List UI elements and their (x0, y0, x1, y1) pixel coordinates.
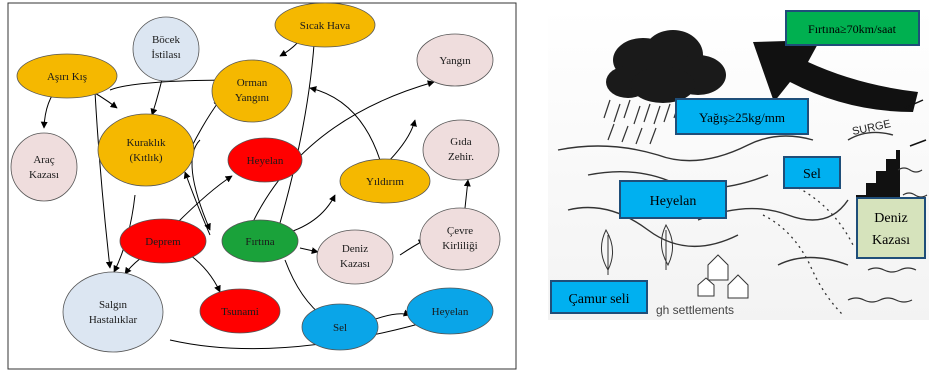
flood-path (762, 214, 844, 316)
svg-text:Zehir.: Zehir. (448, 151, 474, 163)
node-gida-zehir: Gıda Zehir. (422, 119, 500, 181)
illustration-background (548, 8, 929, 320)
svg-text:(Kıtlık): (Kıtlık) (130, 152, 163, 164)
svg-text:Deniz: Deniz (874, 211, 907, 226)
label-heyelan: Heyelan (619, 180, 727, 219)
svg-text:Heyelan: Heyelan (432, 306, 469, 318)
svg-text:Kazası: Kazası (29, 169, 59, 181)
flood-storm-illustration: SURGE gh settlements Fırtına≥70km/saat Y… (548, 8, 929, 320)
node-sicak-hava: Sıcak Hava (274, 2, 376, 48)
svg-text:Salgın: Salgın (99, 299, 128, 311)
node-deniz-kazasi: Deniz Kazası (316, 229, 394, 285)
settlements-label: gh settlements (656, 303, 734, 317)
svg-text:Sel: Sel (333, 322, 347, 334)
flood-path-secondary (792, 184, 854, 246)
svg-text:Orman: Orman (237, 77, 268, 89)
svg-text:Tsunami: Tsunami (221, 306, 259, 318)
node-salgin-hastaliklar: Salgın Hastalıklar (62, 271, 164, 353)
waves-icon (847, 167, 928, 303)
svg-text:Heyelan: Heyelan (650, 194, 697, 209)
svg-text:Çamur seli: Çamur seli (568, 292, 629, 307)
svg-text:Heyelan: Heyelan (247, 155, 284, 167)
svg-text:Böcek: Böcek (152, 34, 181, 46)
svg-text:Deniz: Deniz (342, 243, 368, 255)
label-yagis: Yağış≥25kg/mm (675, 98, 809, 135)
svg-text:İstilası: İstilası (151, 49, 180, 61)
label-deniz-kazasi: Deniz Kazası (856, 197, 926, 259)
node-tsunami: Tsunami (199, 288, 281, 334)
svg-text:Kuraklık: Kuraklık (126, 137, 166, 149)
svg-text:Yangını: Yangını (235, 92, 269, 104)
svg-text:Gıda: Gıda (450, 136, 472, 148)
wind-arrow-icon (753, 40, 918, 112)
svg-text:Deprem: Deprem (145, 236, 181, 248)
node-cevre-kirliligi: Çevre Kirliliği (419, 207, 501, 271)
svg-text:Çevre: Çevre (447, 225, 473, 237)
svg-text:Yangın: Yangın (439, 55, 471, 67)
svg-text:Sıcak Hava: Sıcak Hava (300, 20, 351, 32)
surge-arrows (904, 99, 927, 147)
node-deprem: Deprem (119, 218, 207, 264)
seawall-icon (856, 150, 900, 200)
label-firtina: Fırtına≥70km/saat (785, 10, 920, 46)
svg-text:Araç: Araç (33, 154, 54, 166)
svg-text:Aşırı Kış: Aşırı Kış (47, 71, 87, 83)
svg-text:Kazası: Kazası (340, 258, 370, 270)
svg-text:Fırtına: Fırtına (245, 236, 274, 248)
svg-text:Kazası: Kazası (872, 233, 910, 248)
svg-text:Yıldırım: Yıldırım (366, 176, 404, 188)
label-sel: Sel (783, 156, 841, 189)
node-yangin: Yangın (416, 33, 494, 87)
svg-text:Fırtına≥70km/saat: Fırtına≥70km/saat (808, 22, 897, 36)
node-firtina: Fırtına (221, 219, 299, 263)
storm-cloud-icon (606, 30, 726, 103)
houses-icon (697, 254, 749, 299)
node-bocek-istilasi: Böcek İstilası (132, 16, 200, 82)
node-kuraklik: Kuraklık (Kıtlık) (97, 113, 195, 187)
svg-text:Kirliliği: Kirliliği (442, 240, 477, 252)
trees-icon (601, 223, 673, 275)
node-orman-yangini: Orman Yangını (211, 59, 293, 123)
svg-text:Yağış≥25kg/mm: Yağış≥25kg/mm (699, 110, 785, 125)
label-camur-seli: Çamur seli (550, 280, 648, 314)
svg-text:Sel: Sel (803, 167, 821, 182)
node-arac-kazasi: Araç Kazası (10, 132, 78, 202)
node-asiri-kis: Aşırı Kış (16, 53, 118, 99)
node-sel: Sel (301, 303, 379, 351)
svg-text:Hastalıklar: Hastalıklar (89, 314, 138, 326)
node-heyelan-bottom: Heyelan (406, 287, 494, 335)
node-yildirim: Yıldırım (339, 158, 431, 204)
disaster-causal-diagram: Aşırı Kış Böcek İstilası Sıcak Hava Orma… (7, 2, 517, 370)
node-heyelan-top: Heyelan (227, 137, 303, 183)
